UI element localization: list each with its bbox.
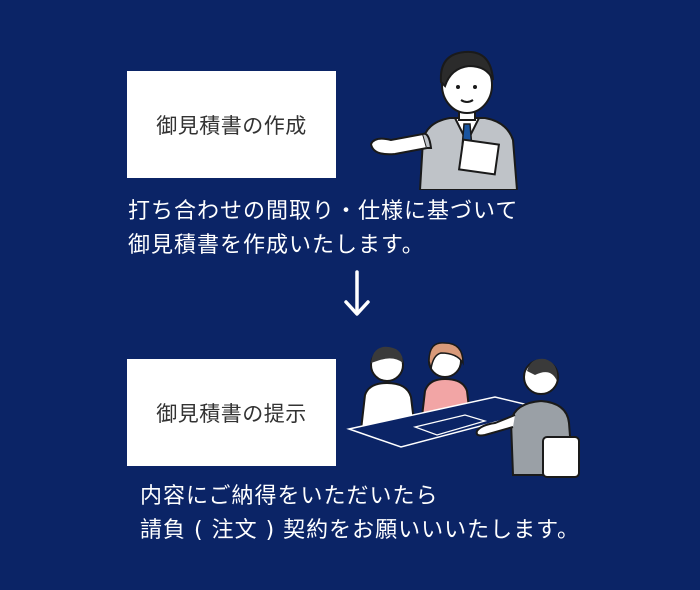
step1-title-box: 御見積書の作成: [127, 71, 336, 178]
step1-description-line: 御見積書を作成いたします。: [128, 233, 425, 258]
step2-description: 内容にご納得をいただいたら 請負 ( 注文 ) 契約をお願いいいたします。: [140, 480, 580, 548]
step2-description-line: 内容にご納得をいただいたら: [140, 484, 439, 509]
businessman-presenting-illustration: [369, 50, 519, 190]
meeting-table-illustration: [346, 342, 580, 478]
step1-title: 御見積書の作成: [156, 113, 307, 138]
step2-title: 御見積書の提示: [156, 401, 307, 426]
step2-title-box: 御見積書の提示: [127, 359, 336, 466]
down-arrow-icon: [344, 270, 370, 316]
step2-description-line: 請負 ( 注文 ) 契約をお願いいいたします。: [140, 518, 580, 543]
step1-description: 打ち合わせの間取り・仕様に基づいて 御見積書を作成いたします。: [128, 195, 518, 263]
step1-description-line: 打ち合わせの間取り・仕様に基づいて: [128, 199, 519, 224]
